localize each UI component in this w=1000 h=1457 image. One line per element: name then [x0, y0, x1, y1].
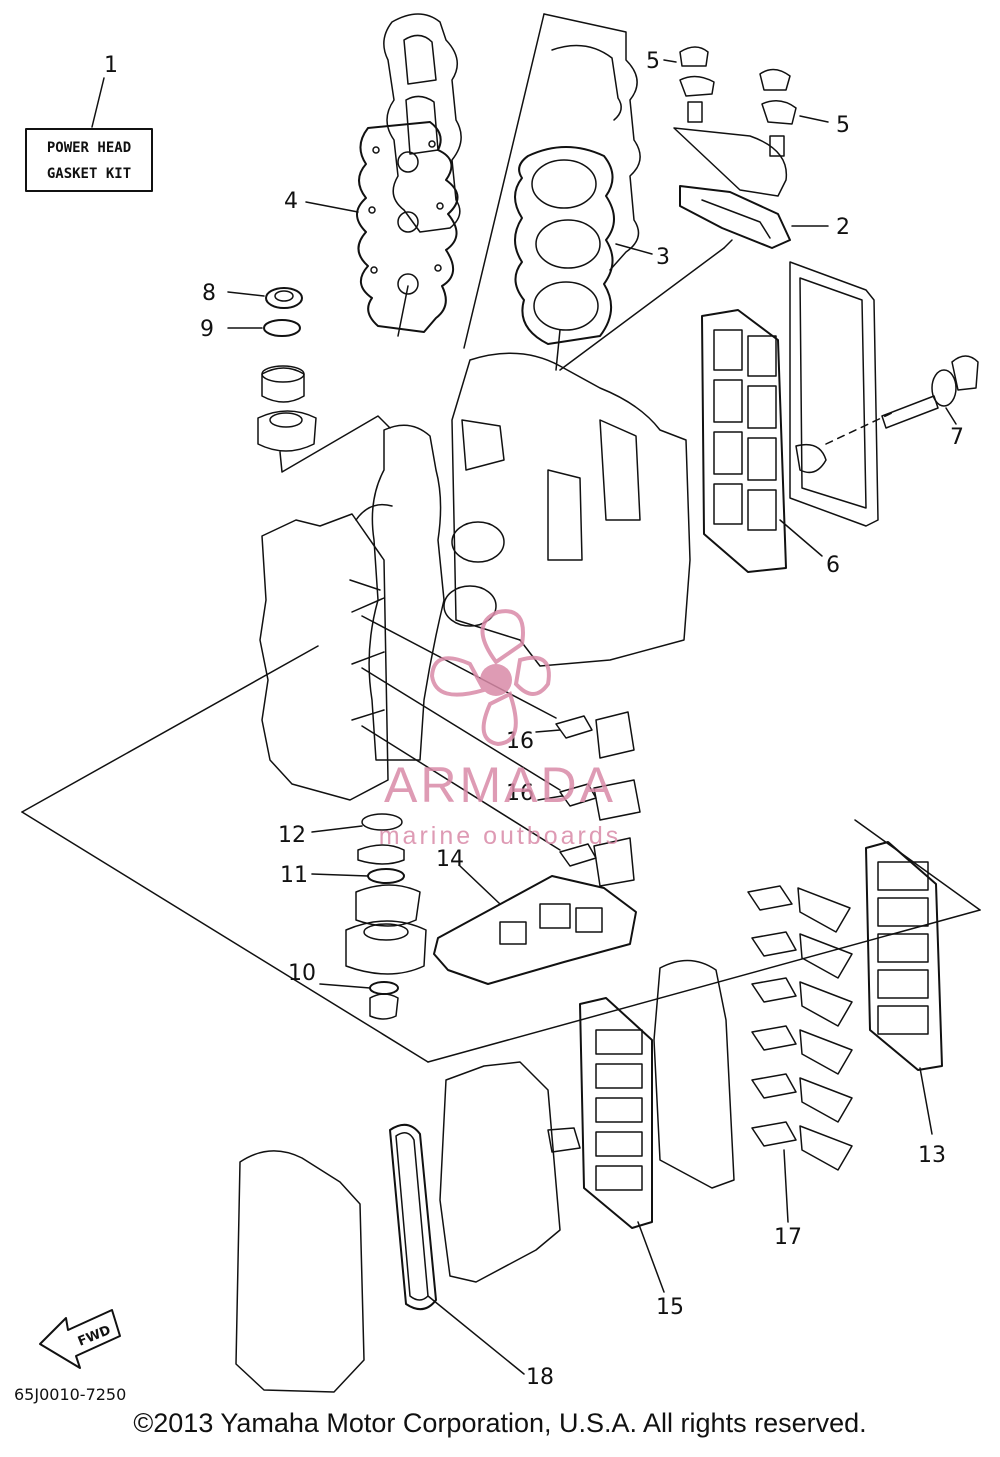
crankshaft	[349, 424, 445, 761]
watermark-tagline: marine outboards	[379, 822, 622, 850]
callout-11: 11	[280, 863, 308, 888]
cylinder-head-gasket	[514, 146, 653, 371]
propeller-logo-icon	[429, 609, 551, 747]
svg-text:POWER HEAD: POWER HEAD	[47, 140, 131, 156]
callout-3: 3	[656, 245, 670, 270]
copyright-notice: ©2013 Yamaha Motor Corporation, U.S.A. A…	[133, 1408, 867, 1438]
callout-14: 14	[436, 847, 464, 872]
callout-18: 18	[526, 1365, 554, 1390]
watermark-brand: ARMADA	[384, 757, 616, 813]
kit-boundary-lines	[21, 645, 981, 1063]
upper-bearing	[257, 365, 391, 473]
reed-valve-gasket	[865, 841, 943, 1135]
callout-7: 7	[950, 425, 964, 450]
cylinder-head-cover	[383, 13, 462, 233]
callout-5b: 5	[836, 113, 850, 138]
reed-valve-small-gaskets	[747, 885, 853, 1223]
callout-16b: 16	[506, 781, 534, 806]
armada-watermark: ARMADA marine outboards	[379, 609, 622, 850]
intake-manifold-gasket	[579, 997, 665, 1293]
callout-10: 10	[288, 961, 316, 986]
callout-12: 12	[278, 823, 306, 848]
anode-gasket	[881, 355, 979, 429]
callout-13: 13	[918, 1143, 946, 1168]
exhaust-cover-gasket	[559, 185, 829, 371]
cylinder-block	[443, 352, 691, 667]
lower-bearing-stack	[311, 813, 427, 1020]
svg-text:FWD: FWD	[76, 1323, 113, 1350]
blowby-gaskets	[535, 711, 641, 887]
oil-seal-ring	[227, 287, 303, 337]
reed-valve-block	[439, 959, 735, 1283]
exhaust-plate-gasket	[701, 309, 823, 573]
callout-1: 1	[104, 53, 118, 78]
silencer-seal	[235, 1123, 525, 1393]
callout-17: 17	[774, 1225, 802, 1250]
callout-numbers: 1 2 3 4 5 5 6 7 8 9 10 11 12 13 14 15 16…	[104, 49, 964, 1390]
callout-6: 6	[826, 553, 840, 578]
diagram-code: 65J0010-7250	[14, 1385, 126, 1404]
callout-15: 15	[656, 1295, 684, 1320]
crankcase	[259, 513, 561, 851]
svg-text:GASKET KIT: GASKET KIT	[47, 166, 131, 182]
cylinder-head	[463, 13, 641, 349]
callout-8: 8	[202, 281, 216, 306]
callout-2: 2	[836, 215, 850, 240]
exhaust-outer-cover	[789, 261, 895, 527]
forward-arrow-icon: FWD	[39, 1309, 121, 1369]
callout-9: 9	[200, 317, 214, 342]
head-cover-gasket	[305, 121, 459, 337]
callout-5a: 5	[646, 49, 660, 74]
power-head-base-gasket	[433, 865, 637, 985]
kit-label-box: POWER HEAD GASKET KIT	[25, 77, 153, 192]
callout-4: 4	[284, 189, 298, 214]
thermostat-assembly	[663, 46, 829, 197]
